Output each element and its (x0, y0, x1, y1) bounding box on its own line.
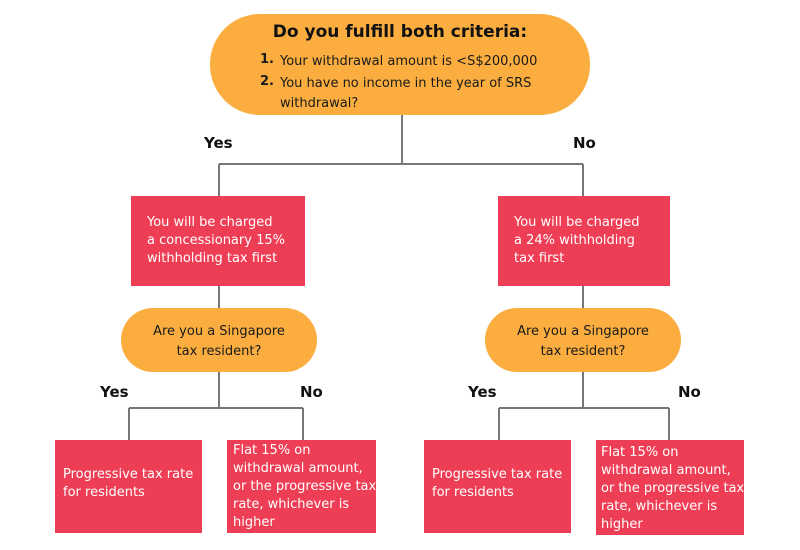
criterion-1-text: Your withdrawal amount is <S$200,000 (280, 54, 538, 69)
left-yes-outcome-text: Progressive tax rate for residents (63, 466, 201, 502)
left-yes-outcome-line-2: for residents (63, 485, 145, 500)
right-no-outcome-line-1: Flat 15% on (601, 445, 679, 460)
left-yes-outcome-line-1: Progressive tax rate (63, 467, 194, 482)
left-no-outcome-line-3: or the progressive tax (233, 479, 377, 494)
left-resident-question: Are you a Singapore tax resident? (121, 308, 317, 372)
top-criteria-node: Do you fulfill both criteria: 1. Your wi… (210, 14, 590, 115)
right-question-text: Are you a Singapore tax resident? (485, 322, 681, 362)
right-charge-line-1: You will be charged (514, 215, 640, 230)
left-charge-text: You will be charged a concessionary 15% … (147, 214, 303, 268)
right-yes-label: Yes (468, 383, 497, 401)
right-no-outcome-line-3: or the progressive tax (601, 481, 745, 496)
right-no-outcome-line-5: higher (601, 517, 643, 532)
right-no-outcome: Flat 15% on withdrawal amount, or the pr… (596, 440, 744, 535)
criterion-1-number: 1. (260, 52, 274, 67)
left-no-outcome-line-2: withdrawal amount, (233, 461, 363, 476)
right-no-outcome-text: Flat 15% on withdrawal amount, or the pr… (601, 444, 746, 534)
right-charge-line-3: tax first (514, 251, 565, 266)
left-no-outcome-text: Flat 15% on withdrawal amount, or the pr… (233, 442, 379, 532)
left-no-outcome-line-1: Flat 15% on (233, 443, 311, 458)
right-question-line-2: tax resident? (540, 344, 626, 359)
right-charge-box: You will be charged a 24% withholding ta… (498, 196, 670, 286)
left-no-outcome: Flat 15% on withdrawal amount, or the pr… (227, 440, 376, 533)
right-yes-outcome-text: Progressive tax rate for residents (432, 466, 570, 502)
criterion-2-number: 2. (260, 74, 274, 89)
right-yes-outcome-line-1: Progressive tax rate (432, 467, 563, 482)
top-yes-label: Yes (204, 134, 233, 152)
right-no-outcome-line-2: withdrawal amount, (601, 463, 731, 478)
right-charge-line-2: a 24% withholding (514, 233, 635, 248)
right-no-outcome-line-4: rate, whichever is (601, 499, 718, 514)
left-no-outcome-line-4: rate, whichever is (233, 497, 350, 512)
left-question-line-2: tax resident? (176, 344, 262, 359)
left-yes-label: Yes (100, 383, 129, 401)
top-no-label: No (573, 134, 596, 152)
left-question-text: Are you a Singapore tax resident? (121, 322, 317, 362)
right-no-label: No (678, 383, 701, 401)
right-charge-text: You will be charged a 24% withholding ta… (514, 214, 668, 268)
left-charge-line-3: withholding tax first (147, 251, 278, 266)
right-question-line-1: Are you a Singapore (517, 324, 649, 339)
right-resident-question: Are you a Singapore tax resident? (485, 308, 681, 372)
top-criteria-title: Do you fulfill both criteria: (272, 22, 528, 42)
left-charge-line-1: You will be charged (147, 215, 273, 230)
left-question-line-1: Are you a Singapore (153, 324, 285, 339)
left-yes-outcome: Progressive tax rate for residents (55, 440, 202, 533)
left-charge-line-2: a concessionary 15% (147, 233, 285, 248)
left-no-outcome-line-5: higher (233, 515, 275, 530)
right-yes-outcome: Progressive tax rate for residents (424, 440, 571, 533)
criterion-2-text: You have no income in the year of SRS wi… (280, 76, 532, 111)
right-yes-outcome-line-2: for residents (432, 485, 514, 500)
left-no-label: No (300, 383, 323, 401)
left-charge-box: You will be charged a concessionary 15% … (131, 196, 305, 286)
